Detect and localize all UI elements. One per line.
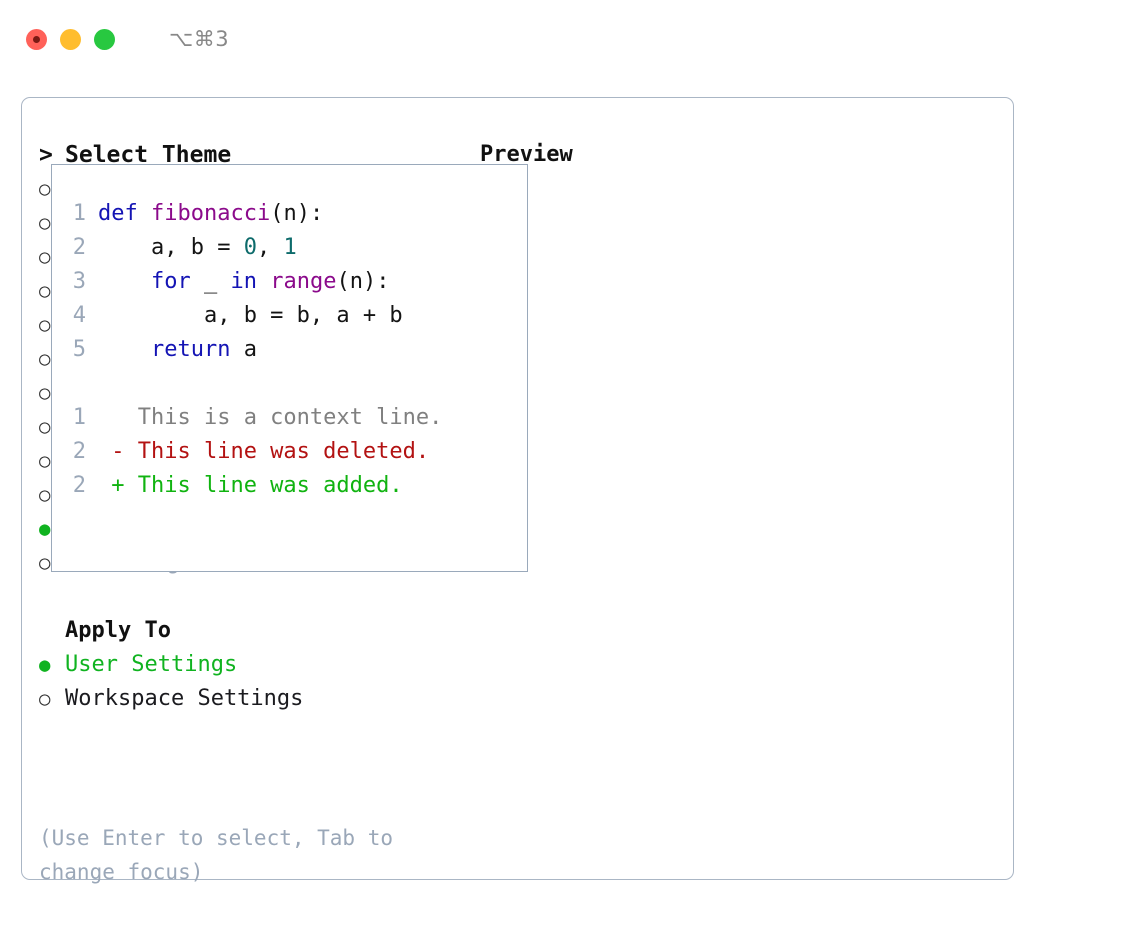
radio-unselected-icon: ○ [39, 348, 51, 370]
line-number: 5 [72, 337, 86, 362]
code-line-text: a, b = b, a + b [98, 299, 403, 333]
close-window-button[interactable] [26, 28, 47, 50]
code-line-text: for _ in range(n): [98, 265, 389, 299]
code-line: 5 return a [52, 333, 527, 367]
main-panel: >Select Theme ○ANSIDark○Atom OneDark○Ayu… [21, 97, 1014, 884]
radio-unselected-icon: ○ [39, 314, 51, 336]
radio-unselected-icon: ○ [39, 246, 51, 268]
minimize-window-button[interactable] [60, 28, 81, 50]
code-token-kw: return [98, 337, 231, 362]
code-line: 4 a, b = b, a + b [52, 299, 527, 333]
code-diff-separator [52, 367, 527, 401]
line-number: 4 [72, 303, 86, 328]
code-token-plain: _ [190, 269, 231, 294]
diff-block: 1 This is a context line.2 - This line w… [52, 401, 527, 503]
code-line: 3 for _ in range(n): [52, 265, 527, 299]
diff-line-text: This is a context line. [98, 405, 443, 430]
radio-unselected-icon: ○ [39, 178, 51, 200]
select-theme-label: Select Theme [65, 142, 232, 168]
diff-line: 1 This is a context line. [52, 401, 527, 435]
keyboard-hint-text: (Use Enter to select, Tab to change focu… [39, 826, 394, 884]
code-line: 1 def fibonacci(n): [52, 197, 527, 231]
select-theme-header: > Select Theme [39, 138, 499, 172]
radio-unselected-icon: ○ [39, 280, 51, 302]
code-token-plain: a, b = [98, 235, 244, 260]
line-number: 2 [72, 235, 86, 260]
radio-unselected-icon: ○ [39, 382, 51, 404]
preview-column: Preview [480, 138, 980, 172]
radio-unselected-icon: ○ [39, 416, 51, 438]
diff-line-number: 2 [72, 473, 86, 498]
radio-unselected-icon: ○ [39, 212, 51, 234]
diff-line: 2 - This line was deleted. [52, 435, 527, 469]
radio-unselected-icon: ○ [39, 688, 51, 710]
section-spacer [39, 580, 499, 614]
apply-to-list: ● User Settings ○ Workspace Settings [39, 648, 499, 716]
radio-unselected-icon: ○ [39, 484, 51, 506]
maximize-window-button[interactable] [94, 28, 115, 50]
apply-to-header: Apply To [65, 618, 171, 643]
diff-line: 2 + This line was added. [52, 469, 527, 503]
code-line-text: def fibonacci(n): [98, 197, 323, 231]
diff-line-text: + This line was added. [98, 473, 403, 498]
code-token-fn: fibonacci [150, 201, 271, 226]
code-token-plain: a, b = b, a + b [98, 303, 403, 328]
code-token-num: 0 [243, 235, 257, 260]
apply-to-option-user-settings[interactable]: ● User Settings [39, 648, 499, 682]
code-token-kw: def [98, 201, 151, 226]
title-bar: ⌥⌘3 [0, 0, 1140, 78]
radio-selected-icon: ● [39, 518, 51, 540]
line-number: 3 [72, 269, 86, 294]
code-token-fn: range [270, 269, 337, 294]
radio-unselected-icon: ○ [39, 552, 51, 574]
diff-line-number: 2 [72, 439, 86, 464]
code-line-text: return a [98, 333, 257, 367]
diff-line-text: - This line was deleted. [98, 439, 430, 464]
prompt-caret-icon: > [39, 142, 53, 168]
apply-to-option-label: User Settings [65, 652, 238, 677]
code-token-kw: for [98, 269, 191, 294]
diff-line-number: 1 [72, 405, 86, 430]
code-token-plain: , [256, 235, 284, 260]
keyboard-shortcut-label: ⌥⌘3 [169, 26, 230, 51]
code-line-text: a, b = 0, 1 [98, 231, 297, 265]
preview-title: Preview [480, 142, 573, 167]
code-token-plain: a [230, 337, 257, 362]
apply-to-option-workspace-settings[interactable]: ○ Workspace Settings [39, 682, 499, 716]
code-token-kw: in [230, 269, 257, 294]
code-token-num: 1 [283, 235, 297, 260]
code-line: 2 a, b = 0, 1 [52, 231, 527, 265]
radio-selected-icon: ● [39, 654, 51, 676]
code-token-plain [257, 269, 270, 294]
traffic-light-group [26, 28, 115, 50]
apply-to-option-label: Workspace Settings [65, 686, 304, 711]
radio-unselected-icon: ○ [39, 450, 51, 472]
code-token-plain: (n): [270, 201, 324, 226]
line-number: 1 [72, 201, 86, 226]
code-token-plain: (n): [336, 269, 390, 294]
